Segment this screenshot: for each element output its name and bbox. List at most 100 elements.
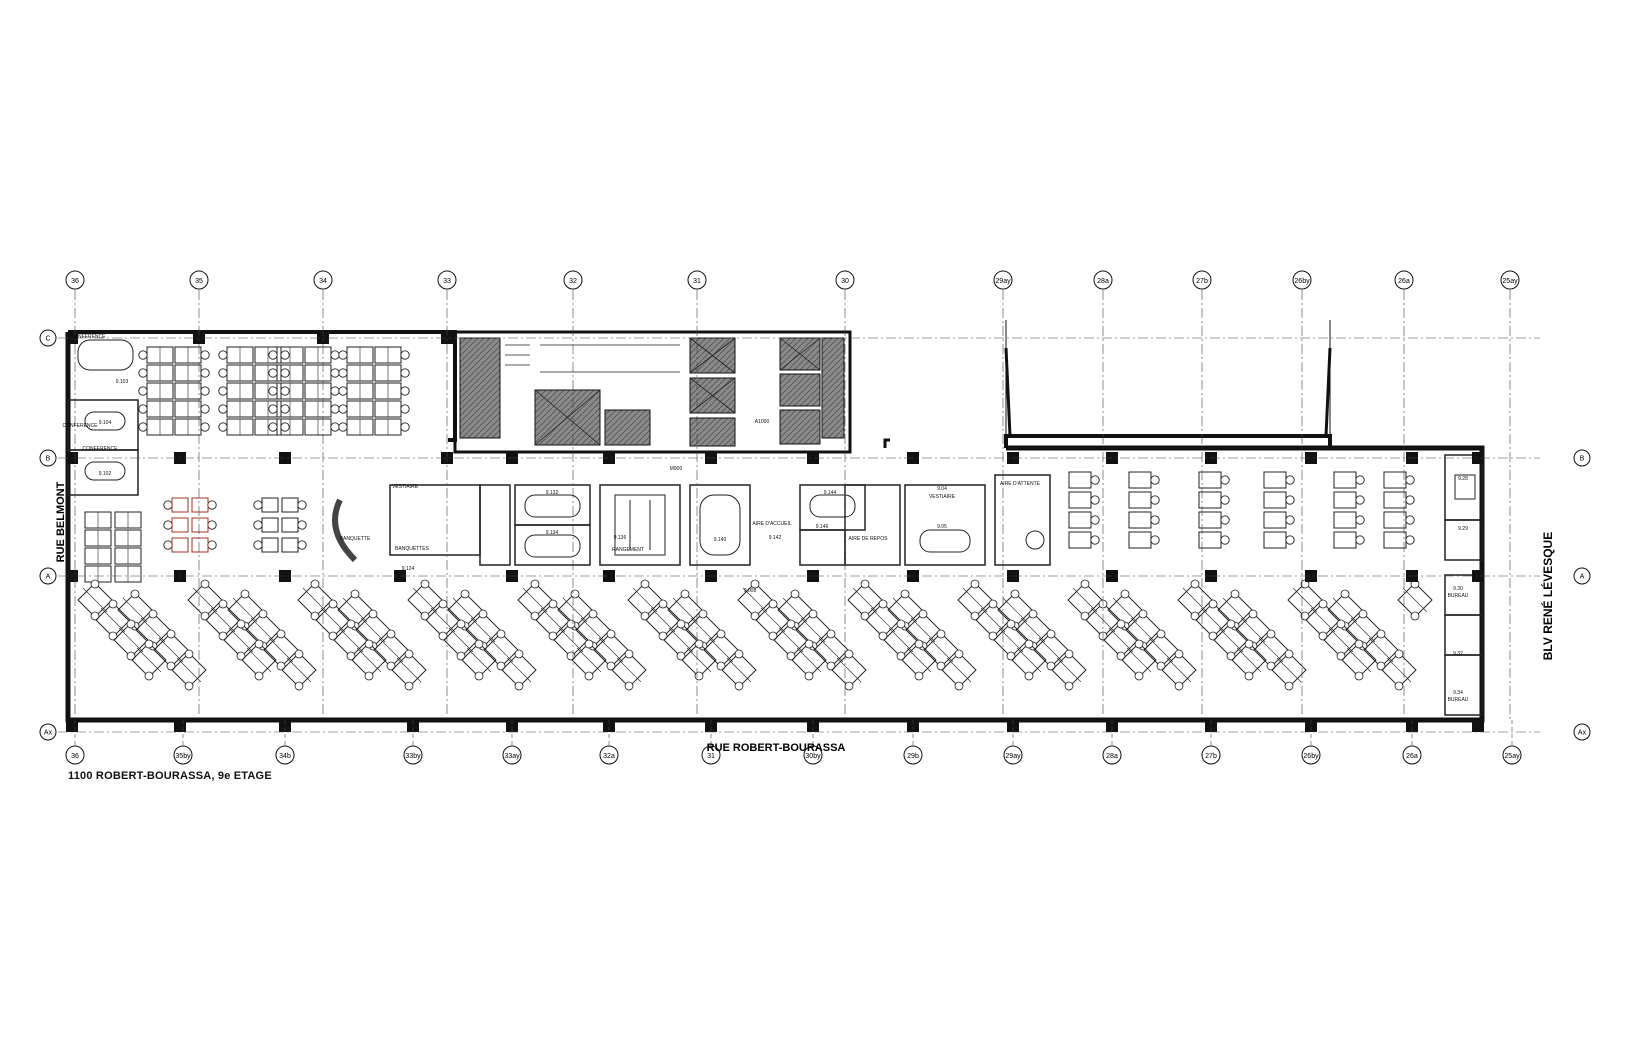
grid-label: 29b xyxy=(907,753,919,760)
room-label: AIRE D'ACCUEIL xyxy=(752,521,792,527)
workstation xyxy=(304,364,340,382)
workstation xyxy=(174,418,210,436)
room-label: BANQUETTE xyxy=(340,536,371,542)
grid-label: 34 xyxy=(319,278,327,285)
workstation xyxy=(338,418,374,436)
structural-column xyxy=(1472,720,1484,732)
grid-label: 29ay xyxy=(1005,753,1021,760)
structural-column xyxy=(279,452,291,464)
room-label: BUREAU xyxy=(1448,593,1469,599)
room-label: RANGEMENT xyxy=(612,547,644,553)
workstation xyxy=(374,400,410,418)
room-labels: CONFERENCE 9.103 CONFERENCE 9.104 CONFER… xyxy=(62,334,1468,703)
grid-bubble xyxy=(437,270,457,290)
grid-bubble xyxy=(502,745,522,765)
workstation xyxy=(374,382,410,400)
structural-columns xyxy=(66,332,1484,732)
workstation xyxy=(253,497,279,513)
workstation-highlight xyxy=(191,537,209,553)
grid-label: 25ay xyxy=(1504,753,1520,760)
structural-column xyxy=(279,720,291,732)
workstation xyxy=(1128,491,1160,509)
workstation-highlight xyxy=(171,497,189,513)
workstation xyxy=(191,497,217,513)
structural-column xyxy=(66,720,78,732)
workstation xyxy=(1383,471,1415,489)
grid-label: A xyxy=(46,574,51,581)
grid-bubble xyxy=(701,745,721,765)
grid-bubble xyxy=(173,745,193,765)
workstation xyxy=(84,565,112,583)
grid-label: 33ay xyxy=(504,753,520,760)
workstation xyxy=(114,547,142,565)
structural-column xyxy=(279,570,291,582)
grid-label: A xyxy=(1580,574,1585,581)
room-label: BUREAU xyxy=(1448,697,1469,703)
workstation xyxy=(1383,491,1415,509)
grid-label: 26by xyxy=(1303,753,1319,760)
structural-column xyxy=(174,720,186,732)
workstation xyxy=(1198,471,1230,489)
grid-bubble xyxy=(1192,270,1212,290)
workstations-north xyxy=(84,346,410,583)
grid-bubble xyxy=(563,270,583,290)
room-label: 9.104 xyxy=(99,420,112,426)
structural-column xyxy=(907,720,919,732)
room-label: 9.008 xyxy=(744,588,757,594)
workstation xyxy=(114,511,142,529)
workstation xyxy=(138,364,174,382)
structural-column xyxy=(603,720,615,732)
workstation xyxy=(174,382,210,400)
grid-label: 27b xyxy=(1205,753,1217,760)
workstation xyxy=(338,382,374,400)
room-label: 9.140 xyxy=(714,537,727,543)
workstation xyxy=(1383,531,1415,549)
grid-bubble xyxy=(903,745,923,765)
workstation xyxy=(218,346,254,364)
structural-column xyxy=(1007,720,1019,732)
room-label: 9.144 xyxy=(824,490,837,496)
room-label: CONFERENCE xyxy=(62,423,98,429)
room-label: 9.28 xyxy=(1458,476,1468,482)
interior-walls xyxy=(67,399,1483,716)
room-furniture xyxy=(77,339,1476,563)
grid-label: 32 xyxy=(569,278,577,285)
structural-column xyxy=(603,570,615,582)
structural-column xyxy=(506,720,518,732)
room-label: 9.142 xyxy=(769,535,782,541)
workstation xyxy=(304,418,340,436)
street-label-south: RUE ROBERT-BOURASSA xyxy=(707,742,846,754)
workstation xyxy=(174,346,210,364)
structural-column xyxy=(603,452,615,464)
drawing-caption: 1100 ROBERT-BOURASSA, 9e ETAGE xyxy=(68,770,272,782)
workstation xyxy=(1198,491,1230,509)
room-label: CONFERENCE xyxy=(70,334,106,340)
grid-label: 36 xyxy=(71,753,79,760)
grid-label: B xyxy=(1580,456,1585,463)
room-label: 9.136 xyxy=(614,535,627,541)
grid-bubble xyxy=(1292,270,1312,290)
workstation xyxy=(281,537,307,553)
workstation-highlight xyxy=(171,537,189,553)
room-label: 9.146 xyxy=(816,524,829,530)
grid-label: 35by xyxy=(175,753,191,760)
workstation xyxy=(1068,511,1100,529)
grid-label: 26by xyxy=(1294,278,1310,285)
grid-label: 27b xyxy=(1196,278,1208,285)
workstation xyxy=(281,497,307,513)
grid-bubble xyxy=(1500,270,1520,290)
grid-bubble xyxy=(403,745,423,765)
grid-bubble xyxy=(803,745,823,765)
street-label-west: RUE BELMONT xyxy=(55,481,67,562)
workstation xyxy=(1263,531,1295,549)
grid-label: Ax xyxy=(1578,730,1587,737)
grid-label: 36 xyxy=(71,278,79,285)
building-outline xyxy=(65,320,1485,723)
workstation xyxy=(1198,511,1230,529)
workstation xyxy=(1128,471,1160,489)
grid-bubble xyxy=(1093,270,1113,290)
grid-bubble xyxy=(1573,567,1591,585)
grid-bubble xyxy=(65,270,85,290)
room-label: AIRE DE REPOS xyxy=(849,536,889,542)
